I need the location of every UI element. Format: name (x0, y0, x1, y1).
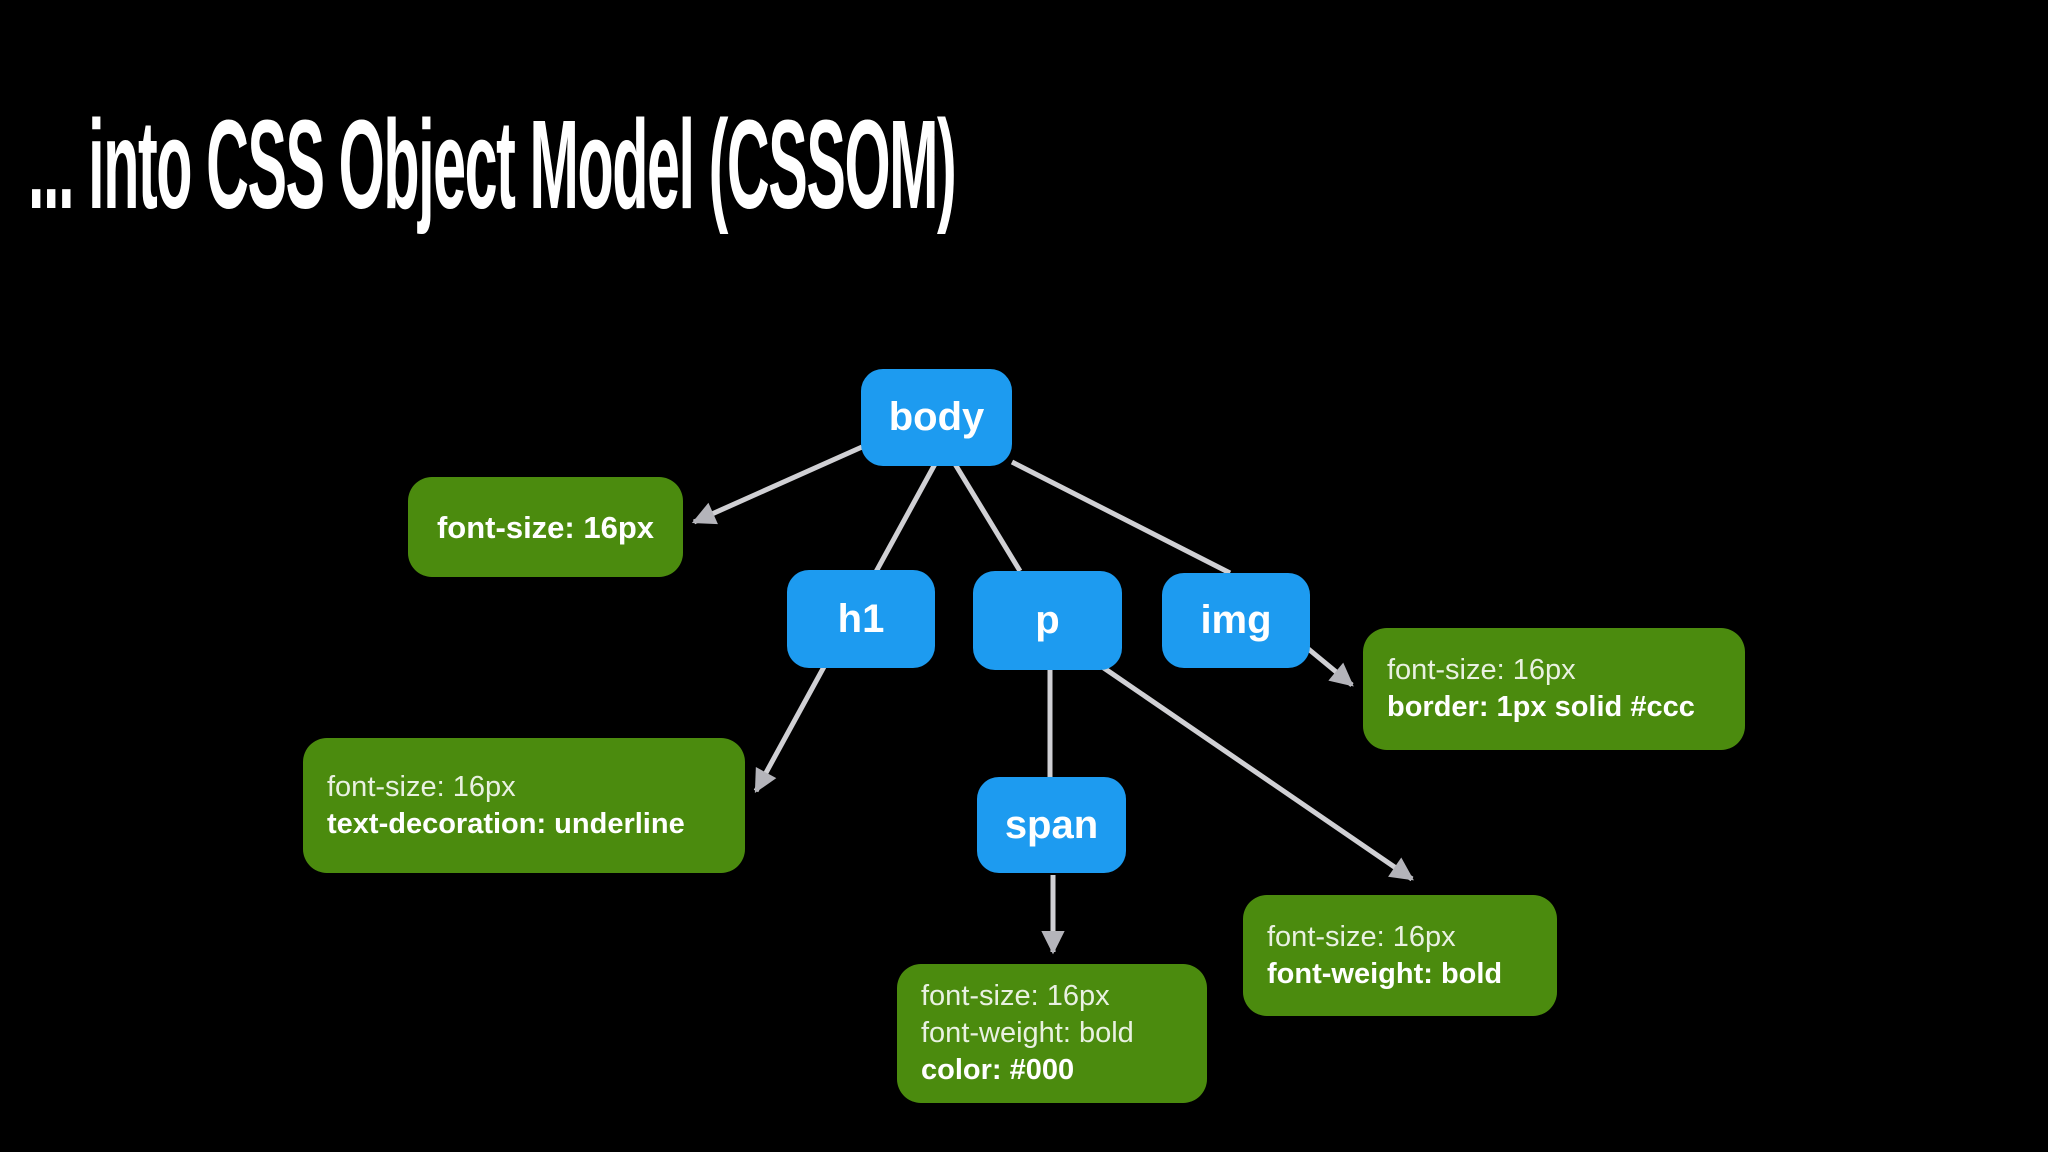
node-body: body (861, 369, 1012, 466)
style-line: border: 1px solid #ccc (1387, 691, 1695, 723)
node-img-label: img (1200, 598, 1272, 642)
style-line: text-decoration: underline (327, 807, 685, 840)
style-box-body: font-size: 16px (408, 477, 683, 577)
edge-body-to-img (1010, 459, 1232, 576)
node-h1: h1 (787, 570, 935, 668)
node-h1-label: h1 (837, 596, 885, 641)
slide-title: ... into CSS Object Model (CSSOM) (28, 94, 957, 235)
style-line: font-size: 16px (921, 980, 1110, 1012)
edge-img-to-img-style (1304, 645, 1354, 687)
style-box-p: font-size: 16px font-weight: bold (1243, 895, 1557, 1016)
style-line: color: #000 (921, 1054, 1075, 1086)
style-box-img: font-size: 16px border: 1px solid #ccc (1363, 628, 1745, 750)
style-box-h1: font-size: 16px text-decoration: underli… (303, 738, 745, 873)
node-img: img (1162, 573, 1310, 668)
style-line: font-weight: bold (1267, 957, 1503, 990)
node-p: p (973, 571, 1122, 670)
edge-body-to-body-style (691, 444, 864, 525)
style-line: font-size: 16px (1267, 920, 1456, 953)
edge-p-to-p-style (1096, 661, 1414, 882)
style-line: font-size: 16px (1387, 654, 1576, 686)
node-span-label: span (1004, 802, 1099, 847)
style-line: font-size: 16px (436, 509, 655, 545)
style-box-span: font-size: 16px font-weight: bold color:… (897, 964, 1207, 1103)
node-span: span (977, 777, 1126, 873)
node-body-label: body (888, 395, 985, 439)
style-line: font-size: 16px (327, 770, 516, 803)
edge-body-to-p (952, 462, 1023, 573)
node-p-label: p (1035, 598, 1060, 642)
style-line: font-weight: bold (921, 1017, 1134, 1049)
